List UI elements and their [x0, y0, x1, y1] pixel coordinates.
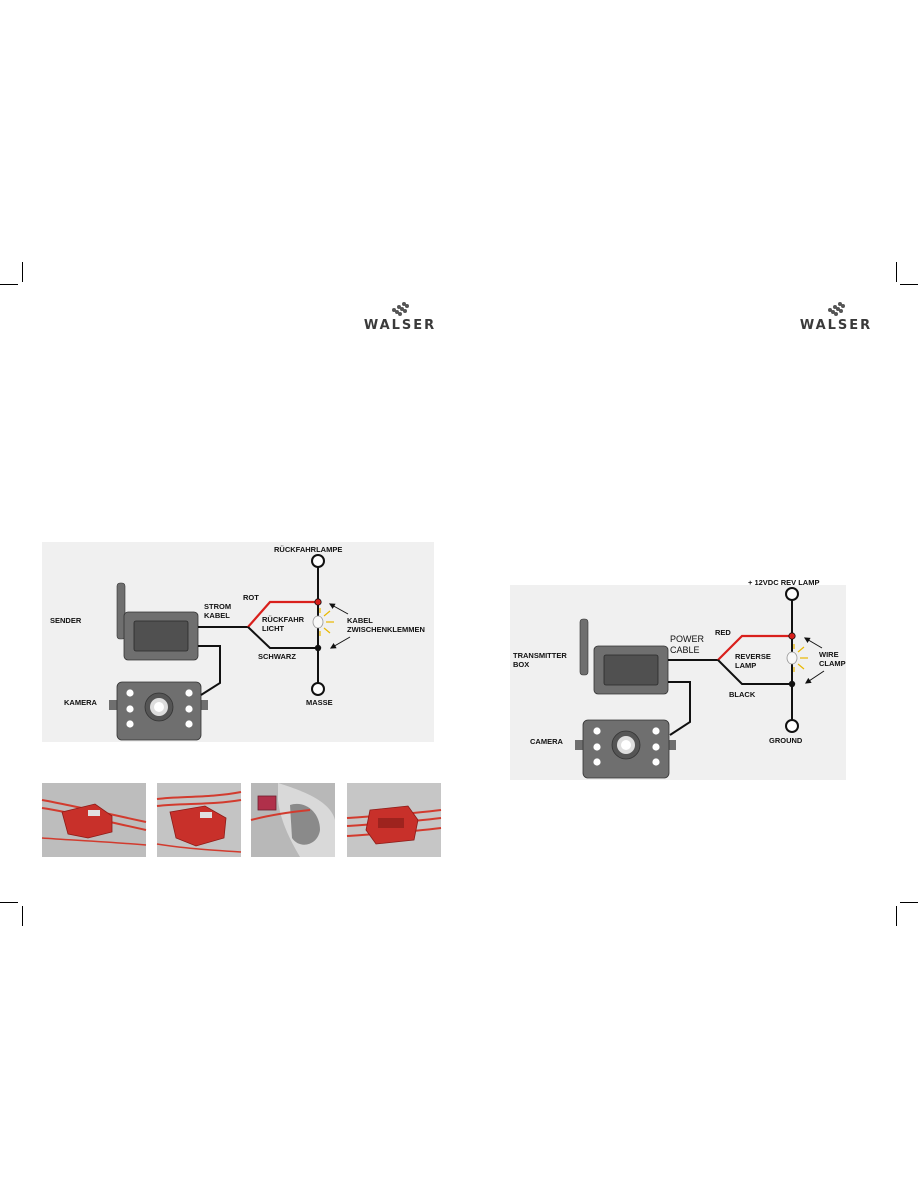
clamp-point-red [314, 598, 322, 606]
black-label: BLACK [729, 690, 756, 699]
red-wire [717, 634, 792, 661]
photo-clamp-open [41, 783, 147, 857]
black-label: SCHWARZ [258, 652, 296, 661]
camera [575, 719, 676, 779]
photo-clamp-pliers [250, 783, 335, 857]
lamp-terminal [785, 587, 799, 601]
clamp-arrow [803, 637, 823, 649]
crop-mark [896, 262, 897, 282]
bulb-icon [786, 644, 808, 672]
camera-label: KAMERA [64, 698, 97, 707]
diagram-panel-de [42, 542, 434, 742]
clamp-arrow [805, 670, 825, 684]
crop-mark [900, 902, 918, 903]
red-label: ROT [243, 593, 259, 602]
walser-logo: WALSER [786, 300, 886, 340]
photo-clamp-wires-inserted [156, 783, 242, 857]
lamp-label: + 12VDC REV LAMP [748, 578, 820, 587]
german-diagram [109, 554, 351, 741]
reverse-light-label: RÜCKFAHR LICHT [262, 615, 305, 633]
logo-mark-icon [392, 302, 409, 316]
clamp-label: WIRE CLAMP [819, 650, 846, 668]
camera [109, 681, 208, 741]
crop-mark [22, 262, 23, 282]
ground-terminal [311, 682, 325, 696]
clamp-arrow [328, 603, 349, 615]
transmitter-screen [603, 654, 659, 686]
black-wire [717, 659, 792, 685]
clamp-point-black [314, 644, 322, 652]
lamp-terminal [311, 554, 325, 568]
transmitter-label: TRANSMITTER BOX [513, 651, 567, 669]
bulb-icon [312, 608, 334, 636]
clamp-point-black [788, 680, 796, 688]
camera-cable [668, 681, 691, 736]
crop-mark [896, 906, 897, 926]
ground-terminal [785, 719, 799, 733]
camera-cable [198, 645, 221, 696]
cable-label: STROM KABEL [204, 602, 232, 620]
transmitter-screen [133, 620, 189, 652]
antenna [579, 618, 589, 676]
cable-label: POWER CABLE [670, 634, 705, 655]
antenna [116, 582, 126, 640]
logo-mark-icon [828, 302, 845, 316]
brand-name: WALSER [363, 318, 437, 333]
english-diagram [575, 587, 825, 779]
transmitter-label: SENDER [50, 616, 82, 625]
clamp-point-red [788, 632, 796, 640]
red-wire [247, 600, 318, 628]
red-label: RED [715, 628, 731, 637]
lamp-label: RÜCKFAHRLAMPE [274, 545, 343, 554]
crop-mark [0, 284, 18, 285]
walser-logo: WALSER [350, 300, 450, 340]
ground-label: MASSE [306, 698, 333, 707]
clamp-label: KABEL ZWISCHENKLEMMEN [347, 616, 425, 634]
photo-clamp-closed [346, 783, 442, 857]
crop-mark [22, 906, 23, 926]
black-wire [247, 626, 318, 649]
crop-mark [0, 902, 18, 903]
crop-mark [900, 284, 918, 285]
clamp-arrow [329, 636, 351, 649]
camera-label: CAMERA [530, 737, 563, 746]
brand-name: WALSER [799, 318, 873, 333]
reverse-light-label: REVERSE LAMP [735, 652, 771, 670]
ground-label: GROUND [769, 736, 803, 745]
